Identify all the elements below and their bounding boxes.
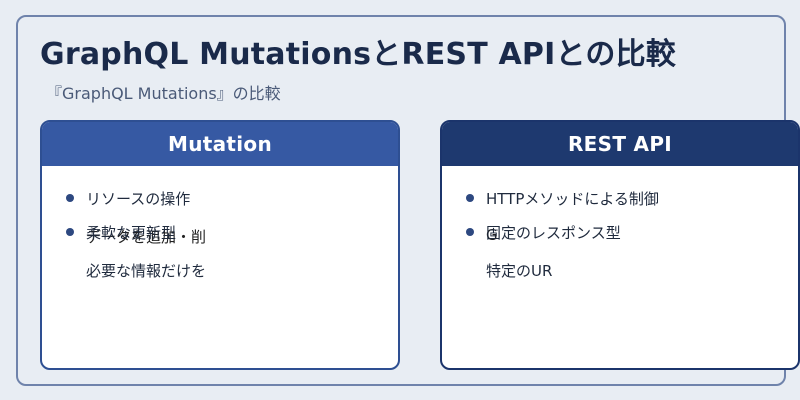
list-item-text: リソースの操作: [86, 190, 191, 208]
rest-api-card: REST API HTTPメソッドによる制御 G 固定のレスポンス型 特定のUR: [440, 120, 800, 370]
list-item-continuation: 必要な情報だけを: [86, 262, 207, 280]
bullet-icon: [466, 194, 474, 202]
list-item-overlap-text: G: [486, 226, 498, 244]
mutation-card-header: Mutation: [42, 122, 398, 166]
bullet-icon: [66, 228, 74, 236]
list-item-text: HTTPメソッドによる制御: [486, 190, 659, 208]
list-item-text: 柔軟な更新型: [86, 224, 177, 242]
mutation-card: Mutation リソースの操作 データを追加・削 柔軟な更新型 必要な情報だけ…: [40, 120, 400, 370]
bullet-icon: [466, 228, 474, 236]
page-subtitle: 『GraphQL Mutations』の比較: [46, 84, 281, 103]
bullet-icon: [66, 194, 74, 202]
list-item-continuation: 特定のUR: [486, 262, 553, 280]
page-title: GraphQL MutationsとREST APIとの比較: [40, 37, 676, 72]
list-item-overlap-text: データを追加・削: [86, 228, 207, 246]
rest-api-card-header: REST API: [442, 122, 798, 166]
list-item-text: 固定のレスポンス型: [486, 224, 621, 242]
